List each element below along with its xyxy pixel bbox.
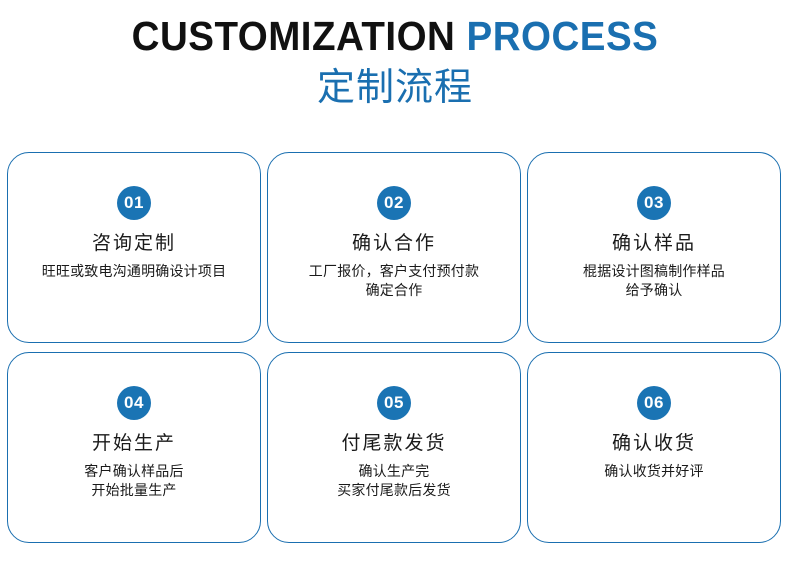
process-step-card-02: 02 确认合作 工厂报价，客户支付预付款 确定合作 <box>267 152 521 343</box>
process-step-card-01: 01 咨询定制 旺旺或致电沟通明确设计项目 <box>7 152 261 343</box>
step-description: 确认收货并好评 <box>604 463 704 479</box>
step-title: 确认合作 <box>351 233 436 254</box>
step-description: 确认生产完 买家付尾款后发货 <box>337 463 451 498</box>
process-step-card-04: 04 开始生产 客户确认样品后 开始批量生产 <box>7 352 261 543</box>
step-title: 开始生产 <box>91 433 176 454</box>
page-title-english: CUSTOMIZATION PROCESS <box>24 0 767 59</box>
step-number-badge: 02 <box>377 186 411 220</box>
process-step-card-06: 06 确认收货 确认收货并好评 <box>527 352 781 543</box>
title-space <box>455 13 466 59</box>
process-steps-grid: 01 咨询定制 旺旺或致电沟通明确设计项目 02 确认合作 工厂报价，客户支付预… <box>7 152 783 543</box>
step-description: 工厂报价，客户支付预付款 确定合作 <box>308 263 480 298</box>
step-description: 客户确认样品后 开始批量生产 <box>84 463 184 498</box>
step-title: 付尾款发货 <box>341 433 447 454</box>
step-number-badge: 05 <box>377 386 411 420</box>
step-title: 确认收货 <box>611 433 696 454</box>
page-title-english-accent: PROCESS <box>466 13 659 59</box>
step-title: 确认样品 <box>611 233 696 254</box>
page-title-english-primary: CUSTOMIZATION <box>131 13 456 59</box>
page-header: CUSTOMIZATION PROCESS 定制流程 <box>0 0 790 140</box>
step-number-badge: 04 <box>117 386 151 420</box>
process-step-card-05: 05 付尾款发货 确认生产完 买家付尾款后发货 <box>267 352 521 543</box>
process-step-card-03: 03 确认样品 棍据设计图稿制作样品 给予确认 <box>527 152 781 343</box>
step-number-badge: 01 <box>117 186 151 220</box>
step-description: 旺旺或致电沟通明确设计项目 <box>41 263 227 279</box>
step-description: 棍据设计图稿制作样品 给予确认 <box>583 263 725 298</box>
step-title: 咨询定制 <box>91 233 176 254</box>
page-title-chinese: 定制流程 <box>316 67 473 109</box>
step-number-badge: 03 <box>637 186 671 220</box>
step-number-badge: 06 <box>637 386 671 420</box>
